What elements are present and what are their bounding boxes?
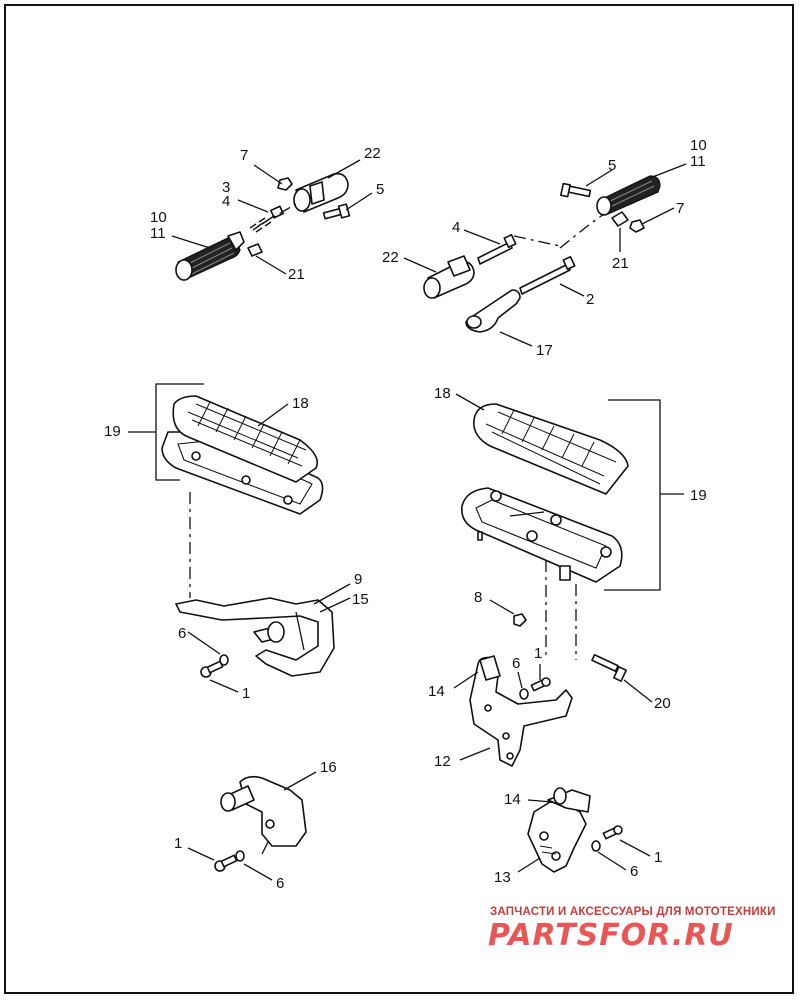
floorboard-bracket xyxy=(469,655,573,767)
callout-2: 2 xyxy=(586,291,594,308)
callout-14: 14 xyxy=(504,791,521,808)
lock-washer xyxy=(219,654,229,666)
callout-15: 15 xyxy=(352,591,369,608)
nut xyxy=(629,219,645,233)
callout-4: 4 xyxy=(222,193,230,210)
callout-13: 13 xyxy=(494,869,511,886)
assembly-line xyxy=(257,203,297,227)
callout-19: 19 xyxy=(104,423,121,440)
bottom-right-mount-assembly: 14 1 13 6 xyxy=(494,787,662,886)
callout-10: 10 xyxy=(690,137,707,154)
clevis-pin-long xyxy=(519,255,576,295)
callout-11: 11 xyxy=(690,153,706,170)
callout-6: 6 xyxy=(512,655,520,672)
callout-10: 10 xyxy=(150,209,167,226)
footpeg-mount xyxy=(465,289,521,333)
spring xyxy=(249,205,285,233)
floorboard-mount xyxy=(527,787,591,873)
callout-21: 21 xyxy=(612,255,629,272)
callout-4: 4 xyxy=(452,219,460,236)
callout-3: 3 xyxy=(222,179,230,196)
clevis-pin xyxy=(477,233,517,265)
top-right-footpeg-assembly: 10 11 5 7 21 4 22 2 17 xyxy=(382,137,707,359)
callout-1: 1 xyxy=(534,645,542,662)
watermark-tagline: ЗАПЧАСТИ И АКСЕССУАРЫ ДЛЯ МОТОТЕХНИКИ xyxy=(490,906,776,918)
bolt xyxy=(591,653,627,682)
lock-washer xyxy=(591,840,601,852)
callout-12: 12 xyxy=(434,753,451,770)
callout-14: 14 xyxy=(428,683,445,700)
wear-plate xyxy=(611,211,629,227)
callout-21: 21 xyxy=(288,266,305,283)
floorboard-mount xyxy=(220,775,307,855)
callout-5: 5 xyxy=(608,157,616,174)
floorboard-support xyxy=(175,597,335,677)
callout-19: 19 xyxy=(690,487,707,504)
wear-plate xyxy=(247,243,263,257)
callout-18: 18 xyxy=(292,395,309,412)
bottom-left-mount-assembly: 16 1 6 xyxy=(174,759,337,892)
nut xyxy=(513,613,527,627)
callout-18: 18 xyxy=(434,385,451,402)
callout-6: 6 xyxy=(630,863,638,880)
screw xyxy=(200,660,224,678)
callout-6: 6 xyxy=(276,875,284,892)
callout-17: 17 xyxy=(536,342,553,359)
bolt xyxy=(322,203,351,220)
left-floorboard-assembly: 19 18 9 15 6 1 xyxy=(104,383,369,702)
nut xyxy=(277,177,293,191)
callout-22: 22 xyxy=(364,145,381,162)
floorboard-rubber-pad xyxy=(473,403,629,495)
callout-1: 1 xyxy=(242,685,250,702)
screw xyxy=(530,677,551,692)
callout-5: 5 xyxy=(376,181,384,198)
footpeg-clevis xyxy=(423,255,475,299)
lock-washer xyxy=(235,850,245,862)
watermark-logo: PARTSFOR.RU xyxy=(488,918,734,953)
screw xyxy=(602,825,623,840)
callout-20: 20 xyxy=(654,695,671,712)
floorboard-rubber-pad xyxy=(172,395,319,483)
footpeg-clevis xyxy=(293,172,349,213)
diagram-border xyxy=(4,4,794,994)
callout-6: 6 xyxy=(178,625,186,642)
callout-8: 8 xyxy=(474,589,482,606)
lock-washer xyxy=(519,688,529,700)
screw xyxy=(214,854,238,872)
callout-1: 1 xyxy=(174,835,182,852)
bolt xyxy=(560,182,592,198)
callout-1: 1 xyxy=(654,849,662,866)
footpeg-rubber xyxy=(175,231,245,281)
callout-9: 9 xyxy=(354,571,362,588)
callout-22: 22 xyxy=(382,249,399,266)
footpeg-rubber xyxy=(596,175,661,216)
right-floorboard-assembly: 18 19 8 1 6 14 20 12 xyxy=(428,385,707,770)
callout-11: 11 xyxy=(150,225,166,242)
callout-7: 7 xyxy=(240,147,248,164)
callout-16: 16 xyxy=(320,759,337,776)
callout-7: 7 xyxy=(676,200,684,217)
top-left-footpeg-assembly: 7 22 3 4 5 10 11 21 xyxy=(150,145,384,283)
